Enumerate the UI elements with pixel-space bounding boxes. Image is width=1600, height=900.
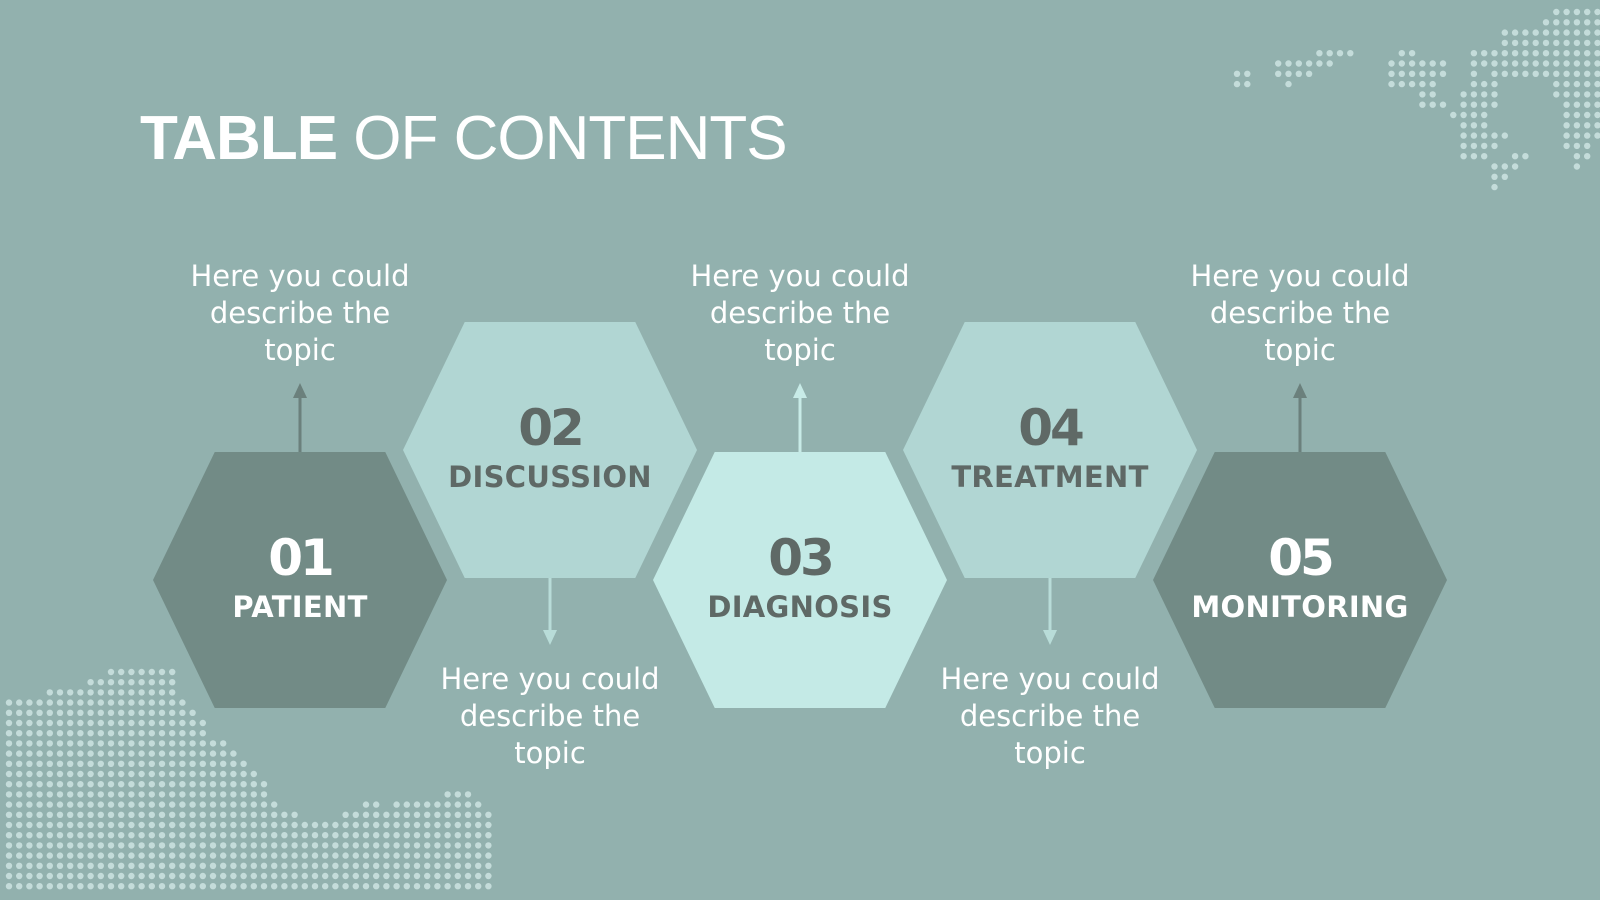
arrow-up-05 [1293,383,1307,452]
section-number: 04 [1018,399,1085,457]
section-04[interactable]: 04 TREATMENT [900,403,1200,492]
section-05[interactable]: 05 MONITORING [1150,533,1450,622]
hexagon-01 [153,452,447,708]
section-label: TREATMENT [951,460,1149,494]
title-light: OF CONTENTS [353,104,787,173]
arrow-down-02 [543,578,557,645]
section-number: 02 [518,399,585,457]
description-03: Here you could describe the topic [690,259,910,367]
section-number: 01 [268,529,335,587]
hexagon-02 [403,322,697,578]
description-05: Here you could describe the topic [1190,259,1410,367]
section-label: PATIENT [232,590,368,624]
section-01[interactable]: 01 PATIENT [150,533,450,622]
section-number: 03 [768,529,835,587]
section-label: MONITORING [1191,590,1409,624]
description-01: Here you could describe the topic [190,259,410,367]
hexagon-03 [653,452,947,708]
arrow-down-04 [1043,578,1057,645]
section-02[interactable]: 02 DISCUSSION [400,403,700,492]
section-label: DISCUSSION [448,460,652,494]
hexagon-04 [903,322,1197,578]
section-label: DIAGNOSIS [707,590,893,624]
description-02: Here you could describe the topic [440,662,660,770]
hexagon-05 [1153,452,1447,708]
description-04: Here you could describe the topic [940,662,1160,770]
section-number: 05 [1268,529,1335,587]
arrow-up-01 [293,383,307,452]
title-bold: TABLE [140,104,338,173]
arrow-up-03 [793,383,807,452]
page-title: TABLE OF CONTENTS [140,108,788,170]
section-03[interactable]: 03 DIAGNOSIS [650,533,950,622]
